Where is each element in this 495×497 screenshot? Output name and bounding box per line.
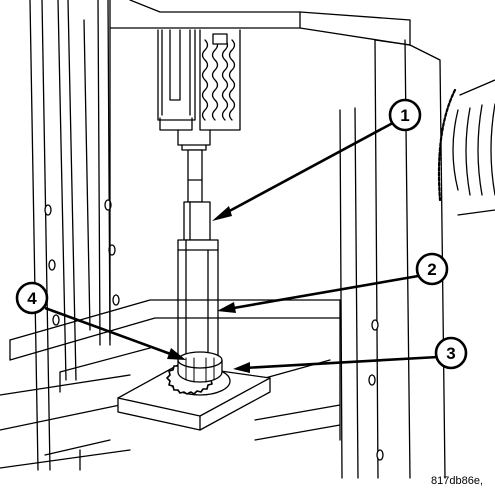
callout-2-label: 2	[427, 260, 436, 279]
left-press-upright	[29, 0, 111, 471]
arrowheads	[167, 206, 250, 373]
arrowhead-3	[233, 362, 250, 373]
callout-1: 1	[388, 98, 422, 132]
callout-4-label: 4	[27, 289, 37, 308]
gear-hub	[166, 351, 231, 396]
left-upright-holes	[44, 199, 120, 326]
right-upright-holes	[368, 319, 384, 461]
installer-tool	[183, 201, 211, 241]
press-ram-assembly	[157, 29, 241, 151]
callout-3-label: 3	[446, 344, 455, 363]
leader-line-1	[221, 116, 403, 217]
press-shaft	[187, 149, 203, 203]
top-crossbeam	[109, 0, 411, 341]
callout-1-label: 1	[400, 106, 409, 125]
leader-line-3	[243, 355, 439, 370]
handwheel	[437, 79, 495, 216]
arrowhead-4	[167, 348, 186, 360]
figure-id: 817db86e,	[431, 475, 483, 487]
arrowhead-2	[217, 302, 236, 313]
arrowhead-1	[212, 206, 232, 221]
leader-lines	[44, 116, 439, 370]
callout-3: 3	[434, 336, 468, 370]
leader-line-4	[44, 306, 177, 358]
receiver-tube	[177, 239, 219, 359]
callout-4: 4	[15, 281, 49, 315]
callout-2: 2	[415, 252, 449, 286]
leader-line-2	[227, 273, 425, 311]
